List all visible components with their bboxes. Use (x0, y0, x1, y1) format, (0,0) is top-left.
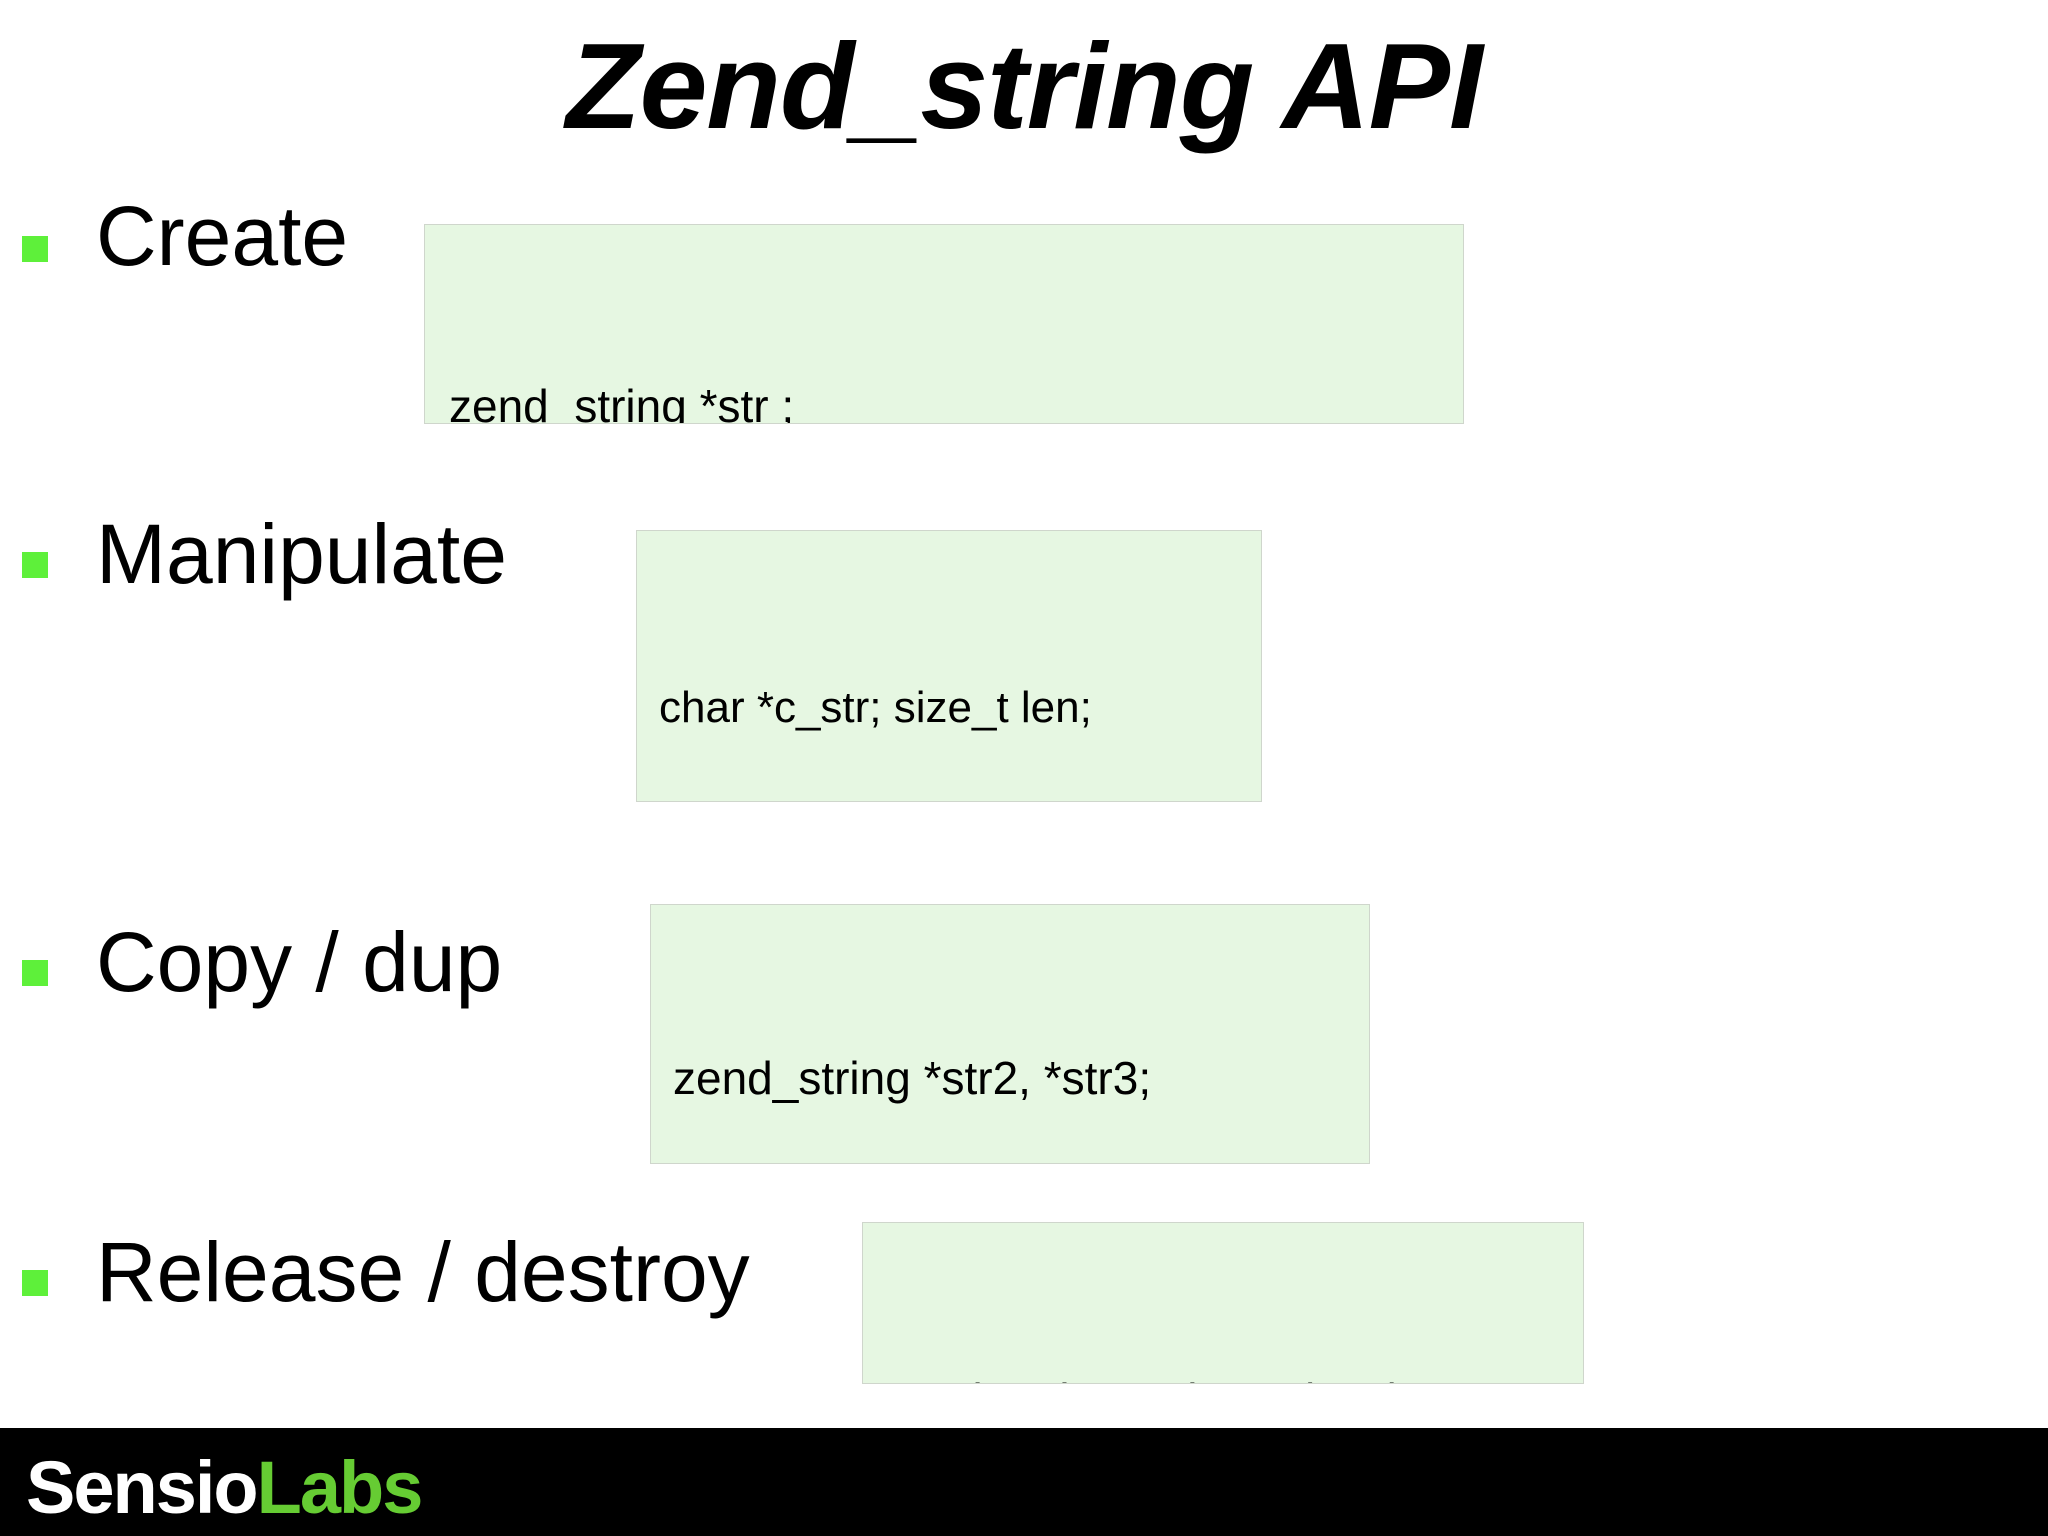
code-line: zend_string *str ; (449, 380, 795, 424)
bullet-label-copy-dup: Copy / dup (96, 915, 503, 1009)
footer-bar (0, 1428, 2048, 1536)
bullet-label-release-destroy: Release / destroy (96, 1225, 750, 1319)
logo-text-labs: Labs (256, 1446, 424, 1529)
bullet-label-manipulate: Manipulate (96, 507, 507, 601)
code-box-create: zend_string *str ; str = zend_string_ini… (424, 224, 1464, 424)
code-box-copy-dup: zend_string *str2, *str3; str2 = zend_st… (650, 904, 1370, 1164)
logo-text-sensio: Sensio (26, 1446, 259, 1529)
page-title: Zend_string API (566, 18, 1483, 154)
code-line: zend_string_release(str2); (883, 1369, 1583, 1383)
bullet-label-create: Create (96, 189, 349, 283)
bullet-square-icon-create (22, 236, 48, 262)
bullet-square-icon-release-destroy (22, 1270, 48, 1296)
code-box-release-destroy: zend_string_release(str2); zend_string_d… (862, 1222, 1584, 1384)
code-line: char *c_str; size_t len; (659, 683, 1092, 732)
bullet-square-icon-copy-dup (22, 960, 48, 986)
code-box-manipulate: char *c_str; size_t len; str = ZSTR_VAL(… (636, 530, 1262, 802)
bullet-square-icon-manipulate (22, 552, 48, 578)
sensiolabs-logo: SensioLabs (26, 1446, 424, 1529)
code-line: zend_string *str2, *str3; (673, 1052, 1152, 1104)
